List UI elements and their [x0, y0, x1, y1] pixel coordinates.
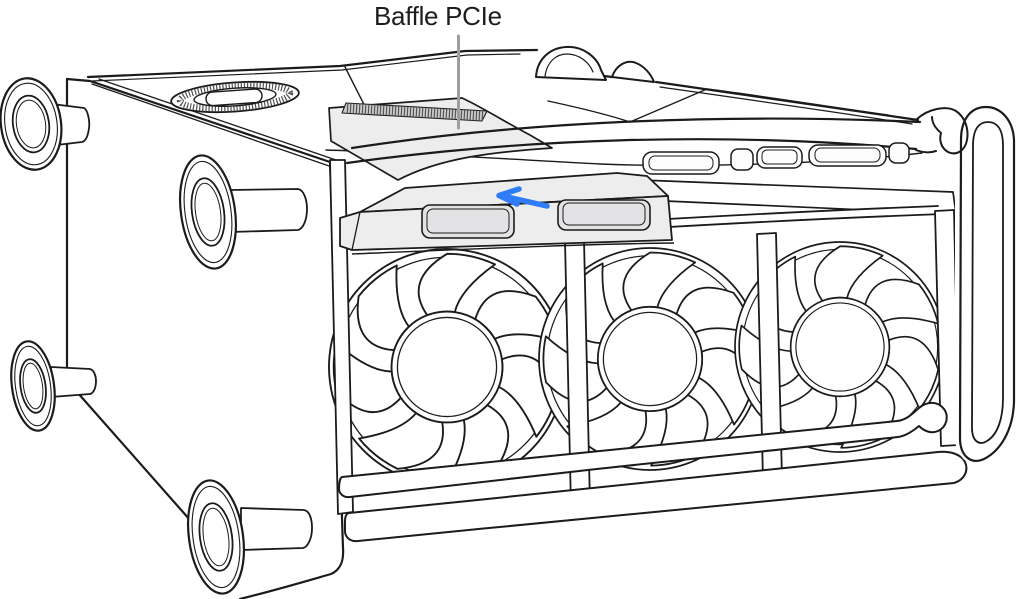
- slot-cover: [756, 146, 803, 169]
- callout-label: Baffle PCIe: [374, 1, 502, 31]
- pcie-baffle-top-plate: [328, 97, 553, 181]
- frame-handle-right: [915, 103, 1018, 468]
- rubber-feet: [0, 77, 313, 595]
- top-latch-vent: [170, 80, 300, 114]
- foot: [179, 154, 308, 270]
- vent-hatching: [176, 82, 294, 112]
- slot-cover: [888, 142, 910, 164]
- slot-cover: [730, 148, 754, 171]
- far-frame-handles: [535, 45, 655, 83]
- foot: [10, 340, 97, 432]
- pcie-baffle: [339, 172, 675, 255]
- top-rail-end-hook: [915, 107, 969, 155]
- bottom-rail-upper: [338, 401, 948, 499]
- bottom-rail-lower: [343, 450, 968, 543]
- pcie-slot-covers: [642, 142, 910, 175]
- latch-handle: [205, 88, 263, 107]
- foot: [187, 479, 313, 595]
- foot: [0, 77, 91, 171]
- handle-hump-small: [611, 60, 655, 83]
- baffle-slot-right: [557, 199, 651, 231]
- slot-cover: [808, 144, 887, 167]
- slide-direction-arrow-icon: [496, 186, 550, 209]
- baffle-slot-left: [421, 204, 515, 239]
- frame-top-rail: [345, 117, 922, 165]
- handle-hump-large: [535, 45, 607, 81]
- slot-cover: [642, 151, 720, 175]
- frame-bottom-rails: [338, 401, 968, 543]
